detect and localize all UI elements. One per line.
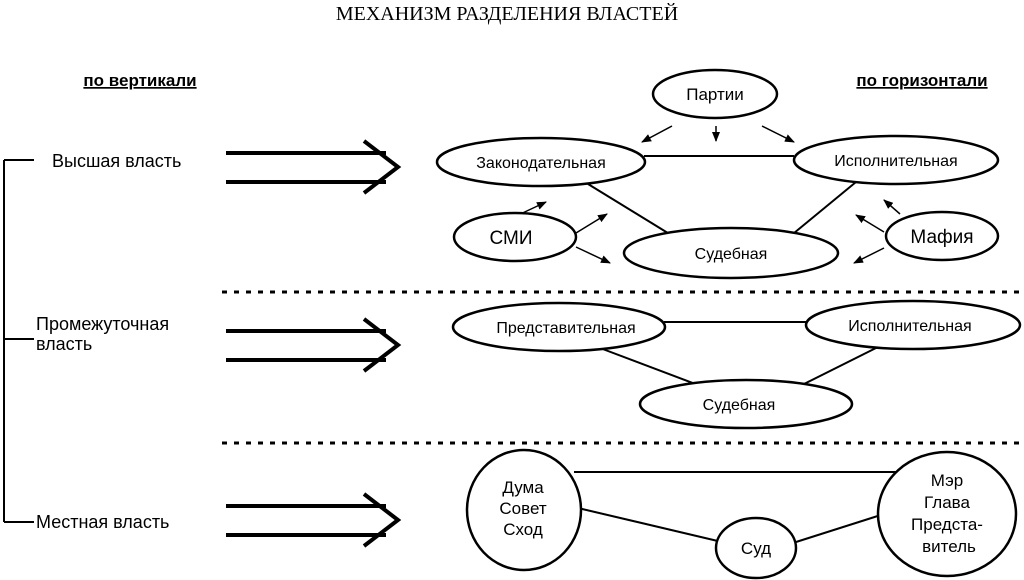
local-connections xyxy=(574,471,910,543)
node-mafia-label: Мафия xyxy=(910,227,973,248)
level-label-intermediate-2: власть xyxy=(36,334,92,354)
node-representative-label: Представительная xyxy=(496,320,635,337)
level-label-local: Местная власть xyxy=(36,512,169,532)
node-judicial xyxy=(622,226,840,280)
node-mayor-label-3: Предста- xyxy=(911,515,983,534)
node-executive xyxy=(792,134,1000,186)
diagram-title: МЕХАНИЗМ РАЗДЕЛЕНИЯ ВЛАСТЕЙ xyxy=(336,2,678,25)
node-council-label-3: Сход xyxy=(503,520,543,539)
vertical-bracket xyxy=(3,159,34,523)
node-mayor-label-4: витель xyxy=(922,537,976,556)
node-media-label: СМИ xyxy=(490,228,533,249)
double-arrow-local xyxy=(226,492,402,548)
node-council-label-2: Совет xyxy=(499,499,546,518)
double-arrow-higher xyxy=(226,139,402,195)
higher-connections xyxy=(587,155,857,239)
node-court-label: Суд xyxy=(741,539,771,558)
node-legislative xyxy=(435,136,647,188)
level-label-intermediate-1: Промежуточная xyxy=(36,314,169,334)
horizontal-header: по горизонтали xyxy=(856,71,987,90)
node-parties-label: Партии xyxy=(686,85,744,104)
node-media xyxy=(452,211,578,263)
node-mayor-label-1: Мэр xyxy=(931,471,963,490)
node-mayor-label-2: Глава xyxy=(924,493,970,512)
double-arrow-intermediate xyxy=(226,317,402,373)
node-court xyxy=(714,516,798,580)
node-judicial-label: Судебная xyxy=(695,246,768,263)
node-judicial-intermediate-label: Судебная xyxy=(703,397,776,414)
vertical-header: по вертикали xyxy=(83,71,196,90)
node-executive-intermediate-label: Исполнительная xyxy=(848,318,971,335)
node-council-label-1: Дума xyxy=(502,478,544,497)
node-council xyxy=(465,448,583,572)
node-mayor xyxy=(876,450,1018,578)
node-representative xyxy=(451,301,667,353)
node-mafia xyxy=(884,210,1000,262)
intermediate-connections xyxy=(599,321,877,389)
node-legislative-label: Законодательная xyxy=(476,155,606,172)
node-executive-intermediate xyxy=(804,299,1022,351)
node-judicial-intermediate xyxy=(638,378,854,430)
node-parties xyxy=(651,68,779,120)
node-executive-label: Исполнительная xyxy=(834,153,957,170)
level-label-higher: Высшая власть xyxy=(52,151,181,171)
